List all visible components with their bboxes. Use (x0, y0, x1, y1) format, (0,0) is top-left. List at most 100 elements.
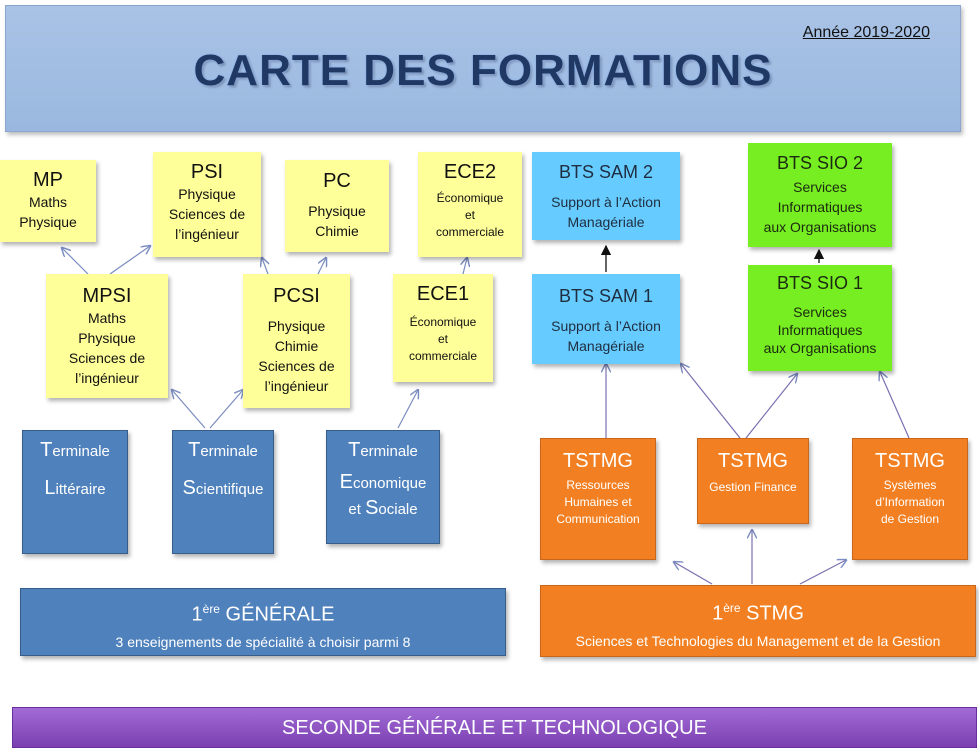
arrow-ece1-ece2 (463, 258, 467, 275)
premiere-stmg-title: 1ère STMG (541, 594, 975, 628)
initial: T (188, 439, 201, 461)
sio1-line: Informatiques (777, 322, 863, 338)
mp-line: Physique (19, 214, 77, 230)
page-title: CARTE DES FORMATIONS (193, 46, 773, 95)
box-tstmg-rhc: TSTMG Ressources Humaines et Communicati… (540, 438, 656, 560)
arrow-pcsi-psi (262, 258, 268, 275)
box-pcsi: PCSI Physique Chimie Sciences de l’ingén… (243, 274, 350, 408)
ece1-line: Économique (409, 315, 477, 329)
psi-line: Physique (178, 186, 236, 202)
pcsi-title: PCSI (273, 285, 320, 307)
tstmg-sig-line: d’Information (875, 495, 945, 509)
box-premiere-generale: 1ère GÉNÉRALE 3 enseignements de spécial… (20, 588, 506, 656)
mpsi-line: Physique (78, 330, 136, 346)
word: erminale (52, 443, 110, 460)
arrow-ts-pcsi (209, 390, 243, 429)
box-terminale-es: Terminale Economique et Sociale (326, 430, 440, 544)
pcsi-line: Sciences de (258, 358, 335, 374)
title-name: STMG (740, 602, 804, 625)
tstmg-sig-line: de Gestion (880, 512, 940, 526)
psi-title: PSI (190, 161, 224, 183)
terminale-es-line2: Economique (327, 471, 439, 495)
tstmg-gf-line: Gestion Finance (709, 480, 797, 494)
title-sup: ère (202, 602, 220, 616)
sam2-title: BTS SAM 2 (558, 162, 654, 182)
box-tstmg-gf: TSTMG Gestion Finance (697, 438, 809, 524)
word: ociale (378, 501, 418, 518)
word: erminale (360, 443, 418, 460)
ece2-line: Économique (436, 191, 504, 205)
seconde-banner: SECONDE GÉNÉRALE ET TECHNOLOGIQUE (12, 707, 977, 748)
terminale-l-line1: Terminale (23, 439, 127, 463)
premiere-generale-title: 1ère GÉNÉRALE (21, 595, 505, 629)
box-bts-sam1: BTS SAM 1 Support à l’Action Managériale (532, 274, 680, 364)
box-terminale-l: Terminale Littéraire (22, 430, 128, 554)
sio2-title: BTS SIO 2 (776, 153, 864, 173)
box-tstmg-sig: TSTMG Systèmes d’Information de Gestion (852, 438, 968, 560)
arrow-gf-sio1 (745, 374, 797, 439)
word: cientifique (195, 481, 264, 498)
ece2-line: commerciale (435, 225, 504, 239)
year-label: Année 2019-2020 (802, 24, 930, 41)
mpsi-line: Maths (87, 310, 127, 326)
box-pc: PC Physique Chimie (285, 160, 389, 252)
ece2-line: et (464, 208, 475, 222)
initial: T (40, 439, 53, 461)
sio1-line: Services (793, 304, 847, 320)
box-bts-sam2: BTS SAM 2 Support à l’Action Managériale (532, 152, 680, 240)
initial: E (339, 471, 353, 493)
tstmg-rhc-line: Ressources (566, 478, 630, 492)
box-bts-sio1: BTS SIO 1 Services Informatiques aux Org… (748, 265, 892, 371)
sam2-line: Managériale (567, 214, 645, 230)
terminale-l-line2: Littéraire (23, 477, 127, 501)
mpsi-line: Sciences de (68, 350, 146, 366)
box-terminale-s: Terminale Scientifique (172, 430, 274, 554)
mp-line: Maths (28, 194, 68, 210)
word: et (348, 501, 366, 518)
ece1-line: et (437, 332, 448, 346)
psi-line: l’ingénieur (175, 226, 239, 242)
title-name: GÉNÉRALE (219, 603, 335, 626)
tstmg-gf-title: TSTMG (718, 450, 788, 472)
mpsi-line: l’ingénieur (75, 370, 139, 386)
box-ece1: ECE1 Économique et commerciale (393, 274, 493, 382)
arrow-sig-sio1 (880, 372, 910, 439)
tstmg-rhc-line: Communication (556, 512, 640, 526)
title-sup: ère (723, 601, 741, 615)
arrow-ts-mpsi (172, 390, 206, 429)
sio1-title: BTS SIO 1 (776, 273, 864, 293)
arrow-stmg-sig (799, 560, 846, 585)
tstmg-rhc-line: Humaines et (564, 495, 632, 509)
ece1-line: commerciale (408, 349, 477, 363)
ece1-title: ECE1 (416, 283, 470, 305)
initial: L (44, 477, 56, 499)
arrow-mpsi-mp (62, 248, 89, 275)
premiere-generale-subtitle: 3 enseignements de spécialité à choisir … (115, 633, 411, 650)
pcsi-line: l’ingénieur (264, 378, 329, 394)
arrow-pcsi-pc (317, 258, 326, 275)
arrow-mpsi-psi (109, 246, 150, 275)
premiere-stmg-subtitle: Sciences et Technologies du Management e… (575, 632, 941, 649)
arrow-tes-ece1 (397, 390, 418, 429)
box-mpsi: MPSI Maths Physique Sciences de l’ingéni… (46, 274, 168, 398)
sio2-line: Informatiques (777, 199, 863, 215)
word: erminale (200, 443, 258, 460)
sio2-line: Services (793, 179, 847, 195)
tstmg-sig-line: Systèmes (883, 478, 937, 492)
mp-title: MP (33, 169, 63, 191)
box-bts-sio2: BTS SIO 2 Services Informatiques aux Org… (748, 143, 892, 247)
terminale-s-line1: Terminale (173, 439, 273, 463)
sam1-title: BTS SAM 1 (558, 286, 654, 306)
title-prefix: 1 (712, 602, 724, 625)
pc-line: Chimie (315, 223, 359, 239)
psi-line: Sciences de (168, 206, 246, 222)
initial: S (182, 477, 196, 499)
pcsi-line: Physique (267, 318, 326, 334)
header-banner: Année 2019-2020 CARTE DES FORMATIONS (5, 5, 961, 132)
initial: T (348, 439, 361, 461)
sam1-line: Managériale (567, 338, 645, 354)
title-prefix: 1 (191, 603, 203, 626)
terminale-es-line1: Terminale (327, 439, 439, 463)
terminale-es-line3: et Sociale (327, 497, 439, 521)
